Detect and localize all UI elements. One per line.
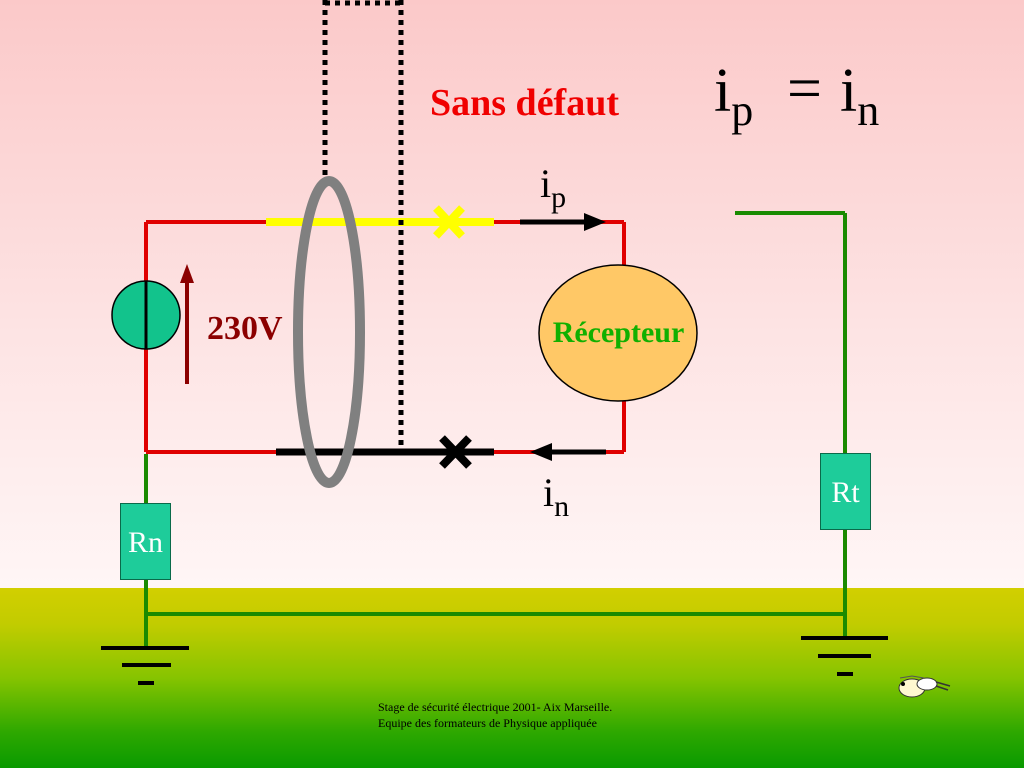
neutral-current-base: i (543, 470, 555, 515)
footer-credits: Stage de sécurité électrique 2001- Aix M… (378, 699, 612, 731)
phase-break-mark (433, 205, 465, 239)
footer-line-1: Stage de sécurité électrique 2001- Aix M… (378, 700, 613, 714)
phase-current-sub: p (551, 181, 567, 214)
ac-source (111, 280, 181, 350)
equation-rhs-base: i (840, 57, 858, 125)
equation-lhs-base: i (714, 57, 732, 125)
footer-line-2: Equipe des formateurs de Physique appliq… (378, 716, 597, 730)
voltage-arrow (180, 264, 194, 384)
equation-lhs-sub: p (731, 86, 754, 135)
phase-current-base: i (540, 161, 552, 206)
receiver-label: Récepteur (552, 316, 685, 349)
earth-symbol-left (101, 646, 189, 685)
earth-wires (144, 211, 847, 648)
toroid-sensor (293, 176, 365, 488)
equation-rhs: in (840, 57, 879, 133)
phase-current-label: ip (540, 161, 566, 213)
sensor-dotted-loop (322, 0, 404, 447)
neutral-current-sub: n (554, 490, 570, 523)
diagram-title: Sans défaut (430, 82, 619, 124)
bee-logo (898, 675, 951, 698)
neutral-earth-resistor: Rn (120, 503, 171, 580)
source-voltage-label: 230V (207, 310, 283, 347)
phase-current-arrow (520, 213, 606, 231)
equation-lhs: ip (714, 57, 753, 133)
equation-rhs-sub: n (857, 86, 880, 135)
background-ground (0, 588, 1024, 768)
earth-symbol-right (801, 636, 888, 676)
receiver-load (538, 264, 698, 402)
neutral-current-arrow (530, 443, 606, 461)
neutral-current-label: in (543, 470, 569, 522)
neutral-break-mark (439, 435, 472, 469)
equation-operator: = (787, 55, 822, 123)
load-earth-resistor: Rt (820, 453, 871, 530)
